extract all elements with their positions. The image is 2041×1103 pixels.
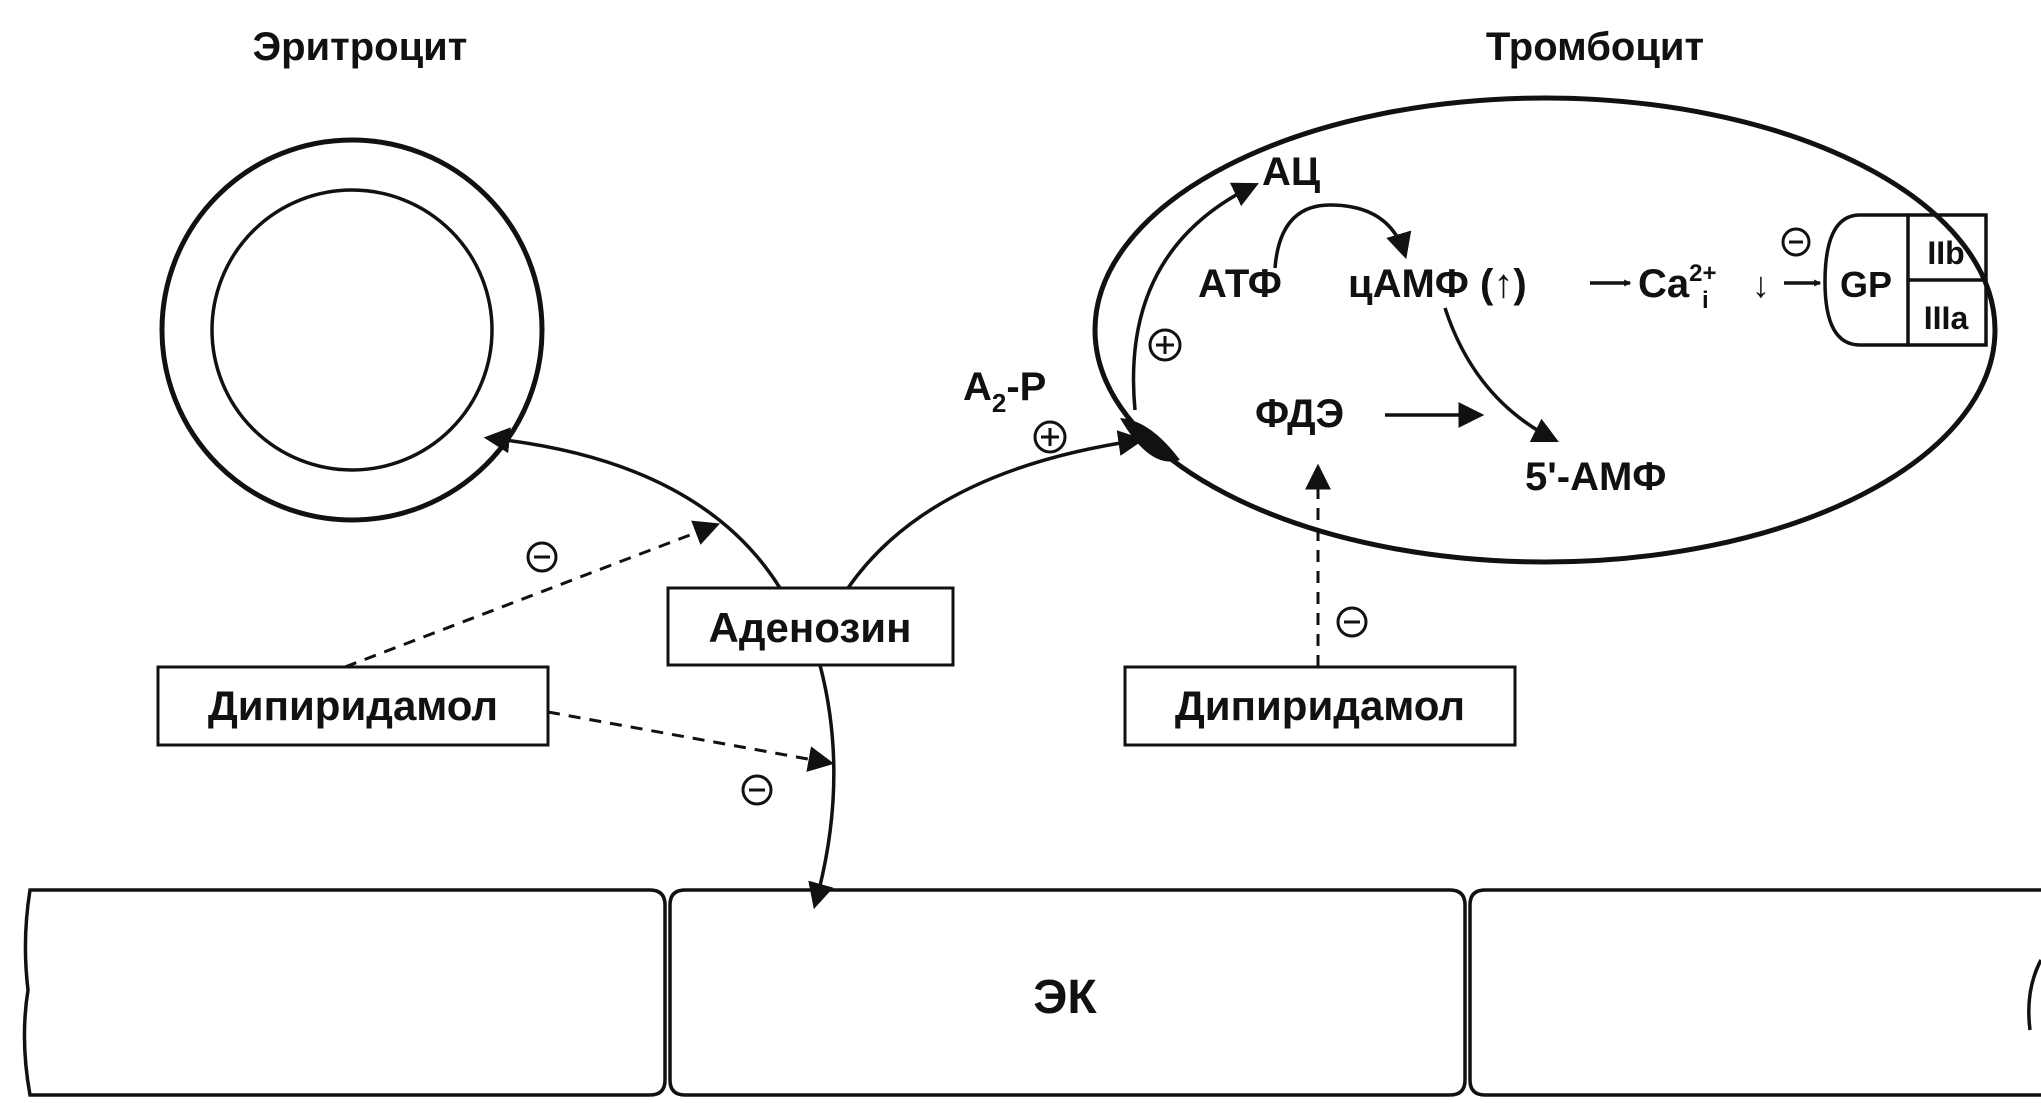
ec-label: ЭК [1033, 971, 1097, 1024]
minus-circle-icon [1781, 227, 1811, 257]
ca-down-arrow: ↓ [1752, 264, 1770, 305]
iiia-label: IIIa [1924, 300, 1969, 336]
a2p-label: A2-P [963, 365, 1046, 418]
adenosine-box [666, 586, 955, 667]
ca-subscript: i [1702, 287, 1709, 314]
pde-label: ФДЭ [1255, 392, 1344, 436]
dipyridamole-right-box [1123, 665, 1517, 747]
ac-label: АЦ [1262, 150, 1320, 194]
minus-circle-icon [526, 541, 558, 573]
dashed-dipyridamole-to-ec-uptake [547, 710, 835, 772]
minus-circle-icon [1336, 606, 1368, 638]
atp-label: АТФ [1198, 262, 1282, 306]
iib-label: IIb [1927, 235, 1964, 271]
arrow-camp-to-5amp [1443, 307, 1559, 442]
dashed-dipyridamole-to-erythrocyte-uptake [344, 520, 721, 669]
arrow-adenosine-to-ec [808, 664, 836, 910]
dipyridamole-right-label: Дипиридамол [1175, 682, 1465, 729]
ca-label: Ca2+ [1638, 260, 1717, 306]
dipyridamole-left-label: Дипиридамол [208, 682, 498, 729]
arrow-receptor-to-ac [1131, 182, 1259, 411]
endothelium [22, 888, 2041, 1097]
erythrocyte-cell [159, 137, 545, 523]
amp5-label: 5'-АМФ [1525, 455, 1666, 499]
platelet-title: Тромбоцит [1486, 25, 1704, 69]
minus-circle-icon [741, 774, 773, 806]
arrow-adenosine-to-erythrocyte [483, 427, 782, 589]
plus-circle-icon [1148, 328, 1182, 362]
arrow-adenosine-to-platelet [846, 430, 1145, 589]
erythrocyte-title: Эритроцит [253, 25, 468, 69]
gp-label: GP [1840, 264, 1892, 305]
dipyridamole-left-box [156, 665, 550, 747]
adenosine-label: Аденозин [709, 604, 912, 651]
gp-receptor [1823, 213, 1988, 347]
camp-label: цАМФ (↑) [1348, 262, 1527, 306]
plus-circle-icon [1033, 420, 1067, 454]
platelet-cell [1092, 95, 1998, 565]
arrow-atp-to-camp [1273, 203, 1412, 269]
